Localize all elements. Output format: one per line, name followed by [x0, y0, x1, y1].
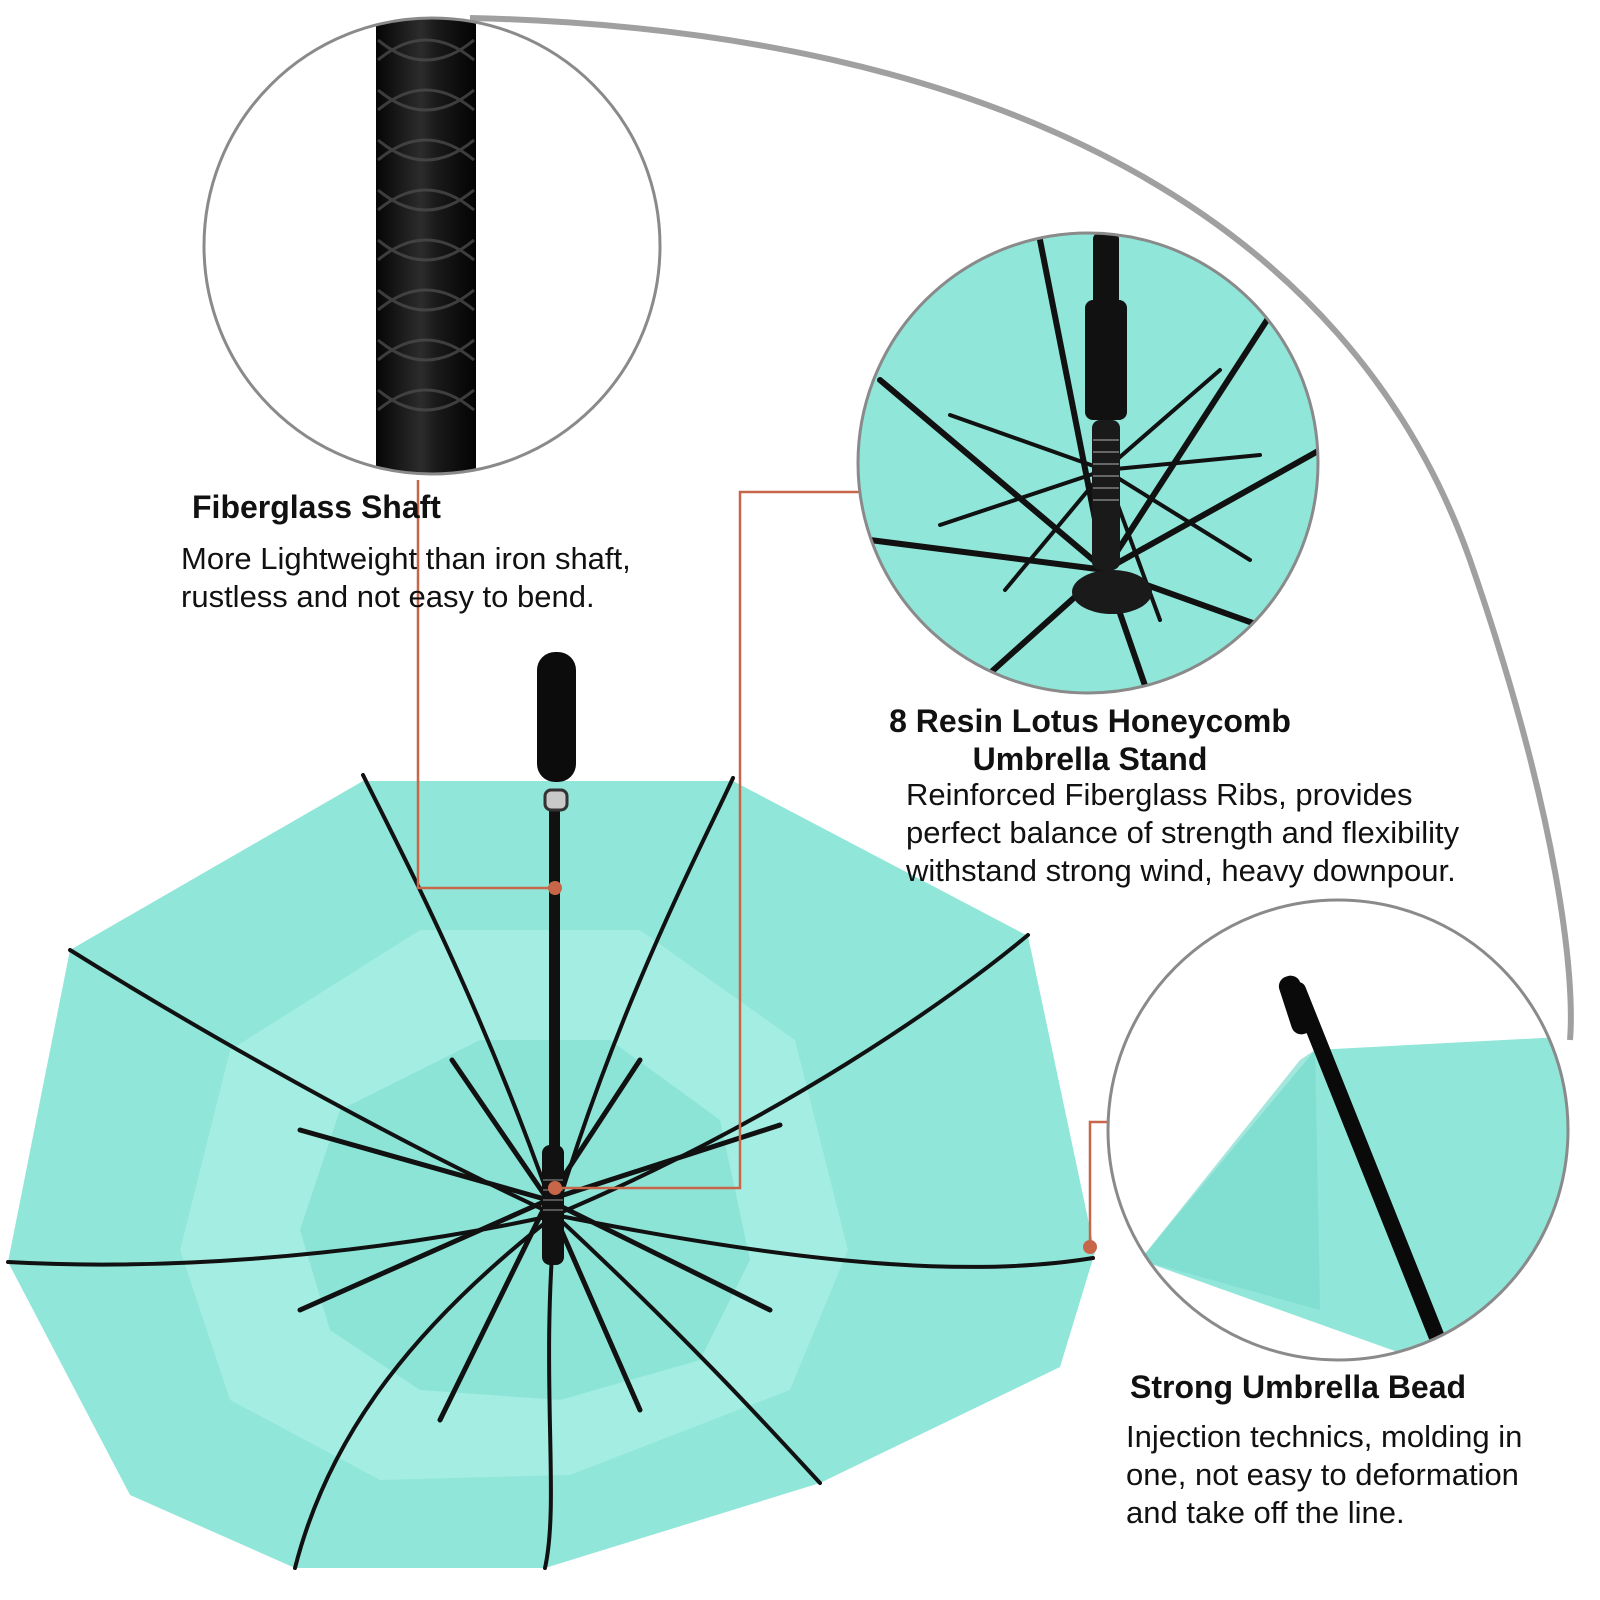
stand-closeup-circle: [856, 231, 1320, 695]
feature-shaft-description: More Lightweight than iron shaft, rustle…: [181, 541, 631, 614]
connector-arc: [469, 15, 1574, 1041]
umbrella-handle: [537, 652, 576, 782]
feature-stand-title: 8 Resin Lotus Honeycomb Umbrella Stand: [889, 703, 1291, 777]
feature-bead-title: Strong Umbrella Bead: [1130, 1369, 1467, 1405]
feature-bead-description: Injection technics, molding in one, not …: [1126, 1419, 1523, 1530]
callout-dots: [548, 881, 1097, 1254]
shaft-closeup-circle: [202, 16, 662, 476]
umbrella-runner: [542, 1145, 564, 1265]
feature-shaft-title: Fiberglass Shaft: [192, 489, 441, 525]
umbrella-shaft: [549, 800, 560, 1220]
umbrella-ribs: [6, 773, 1095, 1570]
umbrella-main: [6, 652, 1095, 1570]
feature-stand-description: Reinforced Fiberglass Ribs, provides per…: [906, 777, 1460, 888]
bead-closeup-circle: [1106, 898, 1570, 1362]
